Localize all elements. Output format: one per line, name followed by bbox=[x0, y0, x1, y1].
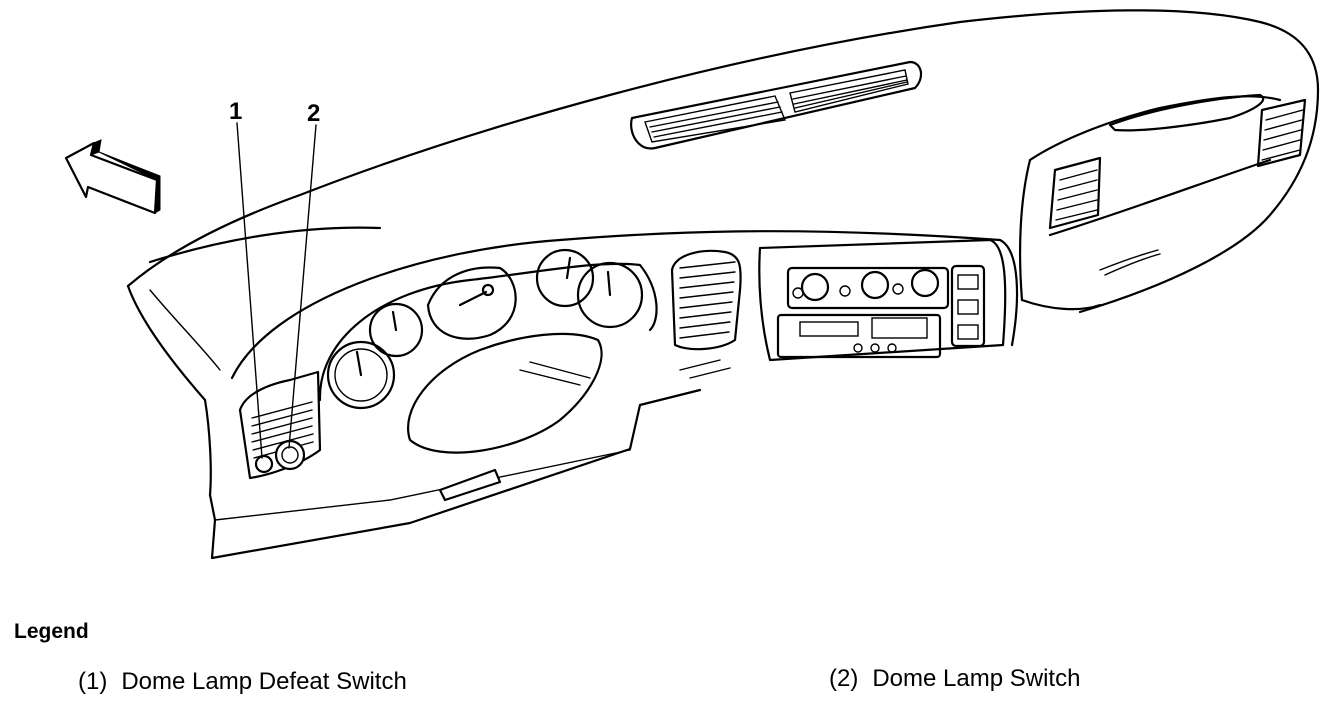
dome-lamp-defeat-switch-knob bbox=[254, 454, 274, 474]
legend-title: Legend bbox=[14, 620, 89, 643]
dome-lamp-switch-knob bbox=[274, 439, 306, 471]
callout-1-label: 1 bbox=[229, 98, 243, 125]
legend-item-number: (1) bbox=[78, 668, 108, 695]
legend-item: (1) Dome Lamp Defeat Switch bbox=[78, 668, 407, 696]
legend-item-number: (2) bbox=[829, 665, 859, 692]
center-air-vent bbox=[670, 249, 742, 351]
legend-item: (2) Dome Lamp Switch bbox=[829, 665, 1080, 693]
right-side-vent bbox=[1048, 98, 1307, 230]
instrument-cluster bbox=[318, 248, 658, 454]
legend-item-label: Dome Lamp Switch bbox=[872, 665, 1081, 692]
callout-1-leader bbox=[236, 122, 263, 459]
instrument-panel-illustration bbox=[64, 9, 1320, 560]
dashboard-body bbox=[126, 9, 1320, 560]
callout-2-label: 2 bbox=[307, 100, 321, 127]
lower-panel-slot bbox=[438, 468, 502, 502]
vehicle-front-arrow-icon bbox=[64, 139, 161, 215]
callout-leaders bbox=[236, 122, 317, 459]
center-controls bbox=[758, 238, 1007, 362]
defroster-vents bbox=[630, 60, 923, 150]
callout-2-leader bbox=[288, 124, 317, 449]
legend-item-label: Dome Lamp Defeat Switch bbox=[121, 668, 407, 695]
left-vent-switch-panel bbox=[238, 370, 322, 480]
